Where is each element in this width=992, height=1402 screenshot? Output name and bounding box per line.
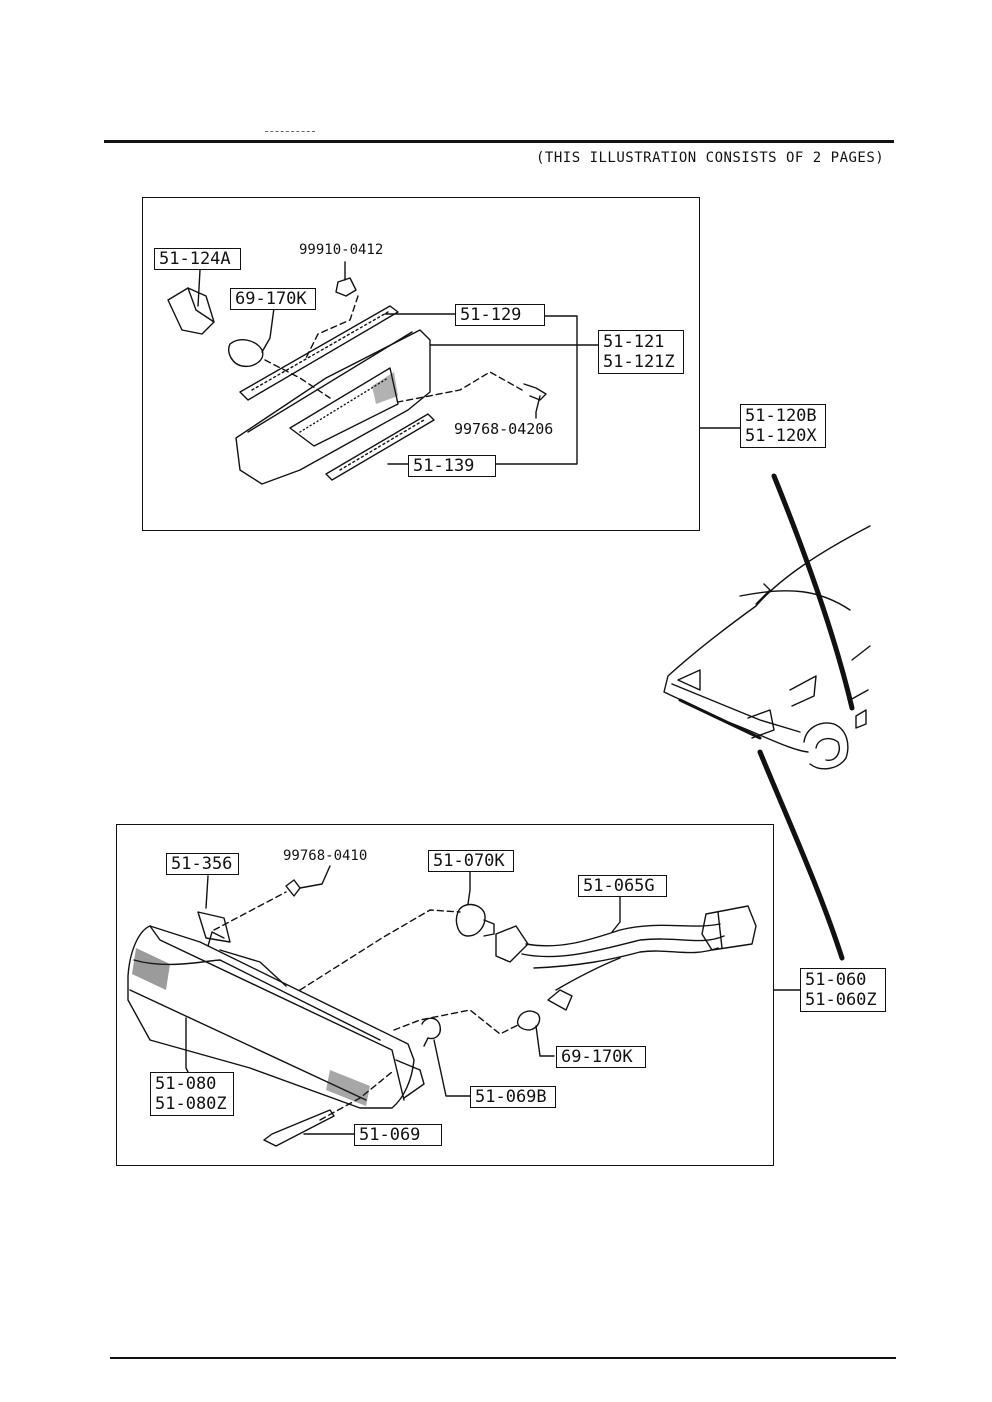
lower-detail-panel [116,824,774,1166]
header-rule [104,140,894,143]
label-bracket: 51-356 [166,853,239,875]
label-assembly-lower: 51-060 51-060Z [800,968,886,1012]
pages-note: (THIS ILLUSTRATION CONSISTS OF 2 PAGES) [536,150,885,166]
label-lamp-line2: 51-121Z [603,352,675,372]
label-assembly-upper-line1: 51-120B [745,406,817,426]
label-bulb-socket: 51-124A [154,248,241,270]
label-assembly-lower-line2: 51-060Z [805,990,877,1010]
footer-rule [110,1357,896,1359]
label-screw-lower: 99768-0410 [283,848,368,864]
upper-detail-panel [142,197,700,531]
label-bulb-small: 69-170K [556,1046,646,1068]
label-assembly-upper: 51-120B 51-120X [740,404,826,448]
label-lens-line1: 51-080 [155,1074,217,1094]
label-gasket-bottom: 51-139 [408,455,496,477]
label-assembly-lower-line1: 51-060 [805,970,867,990]
label-harness: 51-065G [578,875,667,897]
label-bulb-main: 51-070K [428,850,514,872]
label-lens: 51-080 51-080Z [150,1072,234,1116]
label-clip-part: 99910-0412 [299,242,384,258]
label-assembly-upper-line2: 51-120X [745,426,817,446]
label-bulb: 69-170K [230,288,316,310]
label-lens-line2: 51-080Z [155,1094,227,1114]
label-gasket-top: 51-129 [455,304,545,326]
label-lamp: 51-121 51-121Z [598,330,684,374]
label-screw-upper: 99768-04206 [454,420,554,438]
header-dashes [265,131,315,132]
label-lamp-line1: 51-121 [603,332,665,352]
label-bolt: 51-069 [354,1124,442,1146]
label-grommet: 51-069B [470,1086,556,1108]
